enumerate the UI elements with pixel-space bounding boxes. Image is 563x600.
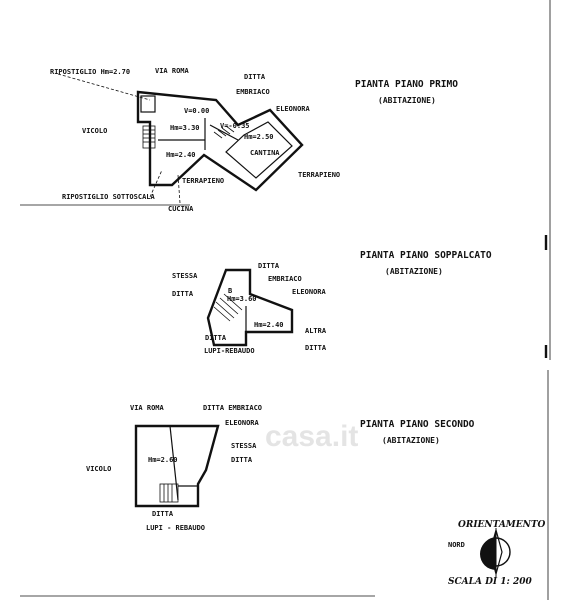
primo-label-via-roma: VIA ROMA bbox=[155, 67, 190, 75]
secondo-label-hm1: Hm=2.60 bbox=[148, 456, 178, 464]
primo-label-hm2: Hm=2.50 bbox=[244, 133, 274, 141]
north-arrow-icon bbox=[480, 527, 511, 577]
primo-outer-wall bbox=[136, 90, 304, 192]
soppalcato-label-eleonora: ELEONORA bbox=[292, 288, 327, 296]
secondo-label-stessa: STESSA bbox=[231, 442, 257, 450]
soppalcato-label-ditta-right: DITTA bbox=[305, 344, 327, 352]
primo-label-terrapieno-2: TERRAPIENO bbox=[298, 171, 340, 179]
orientation-label: ORIENTAMENTO bbox=[458, 520, 546, 530]
soppalcato-label-lupi-rebaudo: LUPI-REBAUDO bbox=[204, 347, 255, 355]
soppalcato-label-hm1: Hm=3.60 bbox=[227, 295, 257, 303]
soppalcato-label-ditta-top: DITTA bbox=[258, 262, 280, 270]
secondo-label-ditta-embriaco: DITTA EMBRIACO bbox=[203, 404, 262, 412]
soppalcato-label-altra: ALTRA bbox=[305, 327, 327, 335]
orientation-nord-label: NORD bbox=[448, 541, 465, 549]
plan-piano-soppalcato: STESSA DITTA DITTA EMBRIACO ELEONORA B H… bbox=[172, 250, 492, 355]
soppalcato-outer-wall bbox=[206, 268, 294, 347]
secondo-subtitle: (ABITAZIONE) bbox=[382, 436, 440, 445]
primo-label-hm1: Hm=3.30 bbox=[170, 124, 200, 132]
secondo-label-via-roma: VIA ROMA bbox=[130, 404, 165, 412]
primo-label-embriaco: EMBRIACO bbox=[236, 88, 270, 96]
soppalcato-subtitle: (ABITAZIONE) bbox=[385, 267, 443, 276]
primo-label-ripostiglio-sottoscala: RIPOSTIGLIO SOTTOSCALA bbox=[62, 193, 156, 201]
orientation-block: ORIENTAMENTO NORD SCALA DI 1: 200 bbox=[448, 520, 546, 587]
soppalcato-label-stessa: STESSA bbox=[172, 272, 198, 280]
secondo-label-ditta-bottom: DITTA bbox=[152, 510, 174, 518]
soppalcato-label-embriaco: EMBRIACO bbox=[268, 275, 302, 283]
watermark-logo: casa.it bbox=[265, 420, 358, 453]
primo-label-cantina: CANTINA bbox=[250, 149, 280, 157]
primo-label-vicolo: VICOLO bbox=[82, 127, 107, 135]
secondo-partition bbox=[169, 425, 179, 501]
primo-label-v1: V=0.00 bbox=[184, 107, 209, 115]
secondo-title: PIANTA PIANO SECONDO bbox=[360, 419, 475, 430]
primo-cantina-stairs bbox=[213, 125, 235, 139]
primo-subtitle: (ABITAZIONE) bbox=[378, 96, 436, 105]
secondo-label-ditta-right: DITTA bbox=[231, 456, 253, 464]
soppalcato-label-ditta-left: DITTA bbox=[172, 290, 194, 298]
primo-label-cucina: CUCINA bbox=[168, 205, 194, 213]
plan-piano-secondo: VIA ROMA DITTA EMBRIACO ELEONORA STESSA … bbox=[86, 404, 475, 532]
primo-label-hm3: Hm=2.40 bbox=[166, 151, 196, 159]
primo-title: PIANTA PIANO PRIMO bbox=[355, 79, 458, 90]
primo-partition bbox=[209, 124, 239, 141]
primo-cantina-room bbox=[225, 121, 293, 179]
primo-ripostiglio-room bbox=[140, 95, 156, 113]
primo-label-eleonora: ELEONORA bbox=[276, 105, 311, 113]
primo-label-ditta: DITTA bbox=[244, 73, 266, 81]
plan-piano-primo: RIPOSTIGLIO Hm=2.70 VIA ROMA DITTA EMBRI… bbox=[20, 67, 458, 213]
soppalcato-label-b: B bbox=[228, 287, 232, 295]
secondo-outer-wall bbox=[134, 424, 220, 508]
primo-label-ripostiglio: RIPOSTIGLIO Hm=2.70 bbox=[50, 68, 130, 76]
primo-label-terrapieno-1: TERRAPIENO bbox=[182, 177, 224, 185]
primo-leader-ripostiglio bbox=[57, 73, 151, 101]
soppalcato-stairs bbox=[213, 293, 243, 322]
primo-label-v2: V=-0.35 bbox=[220, 122, 250, 130]
primo-stairs bbox=[142, 125, 156, 149]
secondo-stairs bbox=[159, 483, 179, 503]
scale-label: SCALA DI 1: 200 bbox=[448, 577, 532, 587]
soppalcato-label-ditta-bottom: DITTA bbox=[205, 334, 227, 342]
secondo-label-lupi-rebaudo: LUPI - REBAUDO bbox=[146, 524, 205, 532]
soppalcato-label-hm2: Hm=2.40 bbox=[254, 321, 284, 329]
secondo-label-eleonora: ELEONORA bbox=[225, 419, 260, 427]
secondo-label-vicolo: VICOLO bbox=[86, 465, 111, 473]
soppalcato-title: PIANTA PIANO SOPPALCATO bbox=[360, 250, 492, 261]
